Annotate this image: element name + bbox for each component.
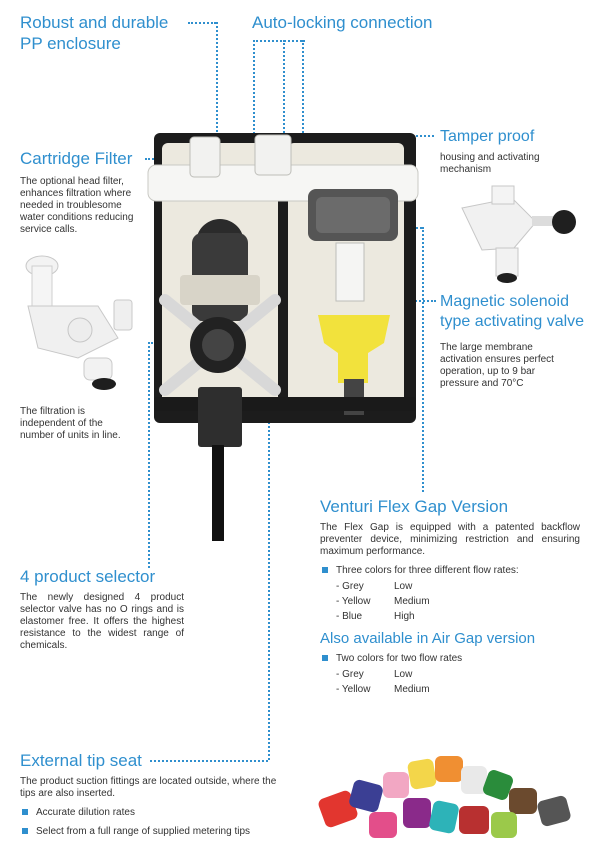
flex-gap-bullet: Three colors for three different flow ra… — [322, 564, 582, 577]
rate-value: Medium — [394, 596, 430, 607]
table-row: - Yellow Medium — [336, 596, 430, 611]
cartridge-desc-line: service calls. — [20, 224, 78, 235]
metering-tips-image — [318, 756, 571, 838]
air-gap-rates: Two colors for two flow rates - Grey Low … — [322, 652, 582, 699]
bullet-square — [322, 567, 328, 573]
rate-color: - Grey — [336, 669, 364, 680]
bullet-square — [22, 809, 28, 815]
heading-4-product-selector: 4 product selector — [20, 567, 156, 586]
filtration-line: number of units in line. — [20, 430, 121, 441]
heading-external-tip-seat: External tip seat — [20, 751, 142, 770]
leader-autolock-top — [253, 40, 305, 42]
filtration-line: The filtration is — [20, 406, 86, 417]
heading-auto-locking: Auto-locking connection — [252, 13, 433, 32]
tamper-proof-description: housing and activating mechanism — [440, 152, 540, 176]
cartridge-filter-image — [25, 255, 133, 390]
leader-robust-vert — [216, 22, 218, 160]
cartridge-desc-line: enhances filtration where — [20, 188, 132, 199]
rate-color: - Blue — [336, 611, 363, 622]
heading-magnetic-solenoid: Magnetic solenoid type activating valve — [440, 292, 584, 332]
bullet-square — [22, 828, 28, 834]
heading-venturi-flex-gap: Venturi Flex Gap Version — [320, 497, 509, 516]
rate-value: Low — [394, 581, 413, 592]
tip-bullet: Select from a full range of supplied met… — [22, 825, 312, 838]
heading-air-gap: Also available in Air Gap version — [320, 630, 536, 647]
heading-tamper-proof: Tamper proof — [440, 128, 535, 145]
filtration-description: The filtration is independent of the num… — [20, 406, 121, 442]
tip-bullet: Accurate dilution rates — [22, 806, 312, 819]
magnetic-line2: type activating valve — [440, 313, 585, 330]
cartridge-desc-line: water conditions reducing — [20, 212, 134, 223]
table-row: - Yellow Medium — [336, 684, 430, 699]
heading-cartridge-filter: Cartridge Filter — [20, 149, 133, 168]
leader-autolock-2 — [283, 40, 285, 200]
flex-gap-rate-table: - Grey Low - Yellow Medium - Blue High — [336, 581, 430, 626]
tip-bullet-text: Accurate dilution rates — [36, 807, 135, 818]
leader-external-vert — [268, 410, 270, 760]
magnetic-desc-line: The large membrane — [440, 342, 533, 353]
air-gap-bullet-text: Two colors for two flow rates — [336, 653, 463, 664]
flex-gap-rates: Three colors for three different flow ra… — [322, 564, 582, 626]
magnetic-desc-line: pressure and 70°C — [440, 378, 524, 389]
tamper-desc-line: mechanism — [440, 164, 492, 175]
leader-tamper — [404, 135, 434, 137]
leader-autolock-3 — [302, 40, 304, 200]
filtration-line: independent of the — [20, 418, 103, 429]
heading-robust-line1: Robust and durable — [20, 13, 169, 32]
table-row: - Grey Low — [336, 581, 430, 596]
magnetic-solenoid-description: The large membrane activation ensures pe… — [440, 342, 554, 390]
dispenser-unit-image — [147, 133, 419, 541]
table-row: - Blue High — [336, 611, 430, 626]
heading-robust-enclosure: Robust and durable PP enclosure — [20, 12, 168, 54]
selector-description: The newly designed 4 product selector va… — [20, 592, 184, 651]
leader-autolock-1 — [253, 40, 255, 162]
rate-color: - Yellow — [336, 684, 371, 695]
air-gap-bullet: Two colors for two flow rates — [322, 652, 582, 665]
cartridge-desc-line: needed in troublesome — [20, 200, 122, 211]
rate-color: - Grey — [336, 581, 364, 592]
magnetic-desc-line: activation ensures perfect — [440, 354, 554, 365]
leader-robust — [188, 22, 216, 24]
bullet-square — [322, 655, 328, 661]
cartridge-desc-line: The optional head filter, — [20, 176, 124, 187]
venturi-description: The Flex Gap is equipped with a patented… — [320, 522, 580, 557]
rate-value: Medium — [394, 684, 430, 695]
flex-gap-bullet-text: Three colors for three different flow ra… — [336, 565, 519, 576]
air-gap-rate-table: - Grey Low - Yellow Medium — [336, 669, 430, 699]
leader-venturi-vert — [422, 227, 424, 492]
rate-color: - Yellow — [336, 596, 371, 607]
magnetic-line1: Magnetic solenoid — [440, 293, 569, 310]
leader-selector-vert — [148, 342, 150, 568]
external-tip-description: The product suction fittings are located… — [20, 776, 277, 799]
rate-value: High — [394, 611, 415, 622]
tip-bullet-text: Select from a full range of supplied met… — [36, 826, 250, 837]
rate-value: Low — [394, 669, 413, 680]
leader-external — [150, 760, 268, 762]
table-row: - Grey Low — [336, 669, 430, 684]
heading-robust-line2: PP enclosure — [20, 34, 121, 53]
cartridge-filter-description: The optional head filter, enhances filtr… — [20, 176, 133, 236]
tamper-proof-image — [461, 185, 576, 283]
tamper-desc-line: housing and activating — [440, 152, 540, 163]
tip-bullets: Accurate dilution rates Select from a fu… — [22, 806, 312, 838]
magnetic-desc-line: operation, up to 9 bar — [440, 366, 536, 377]
